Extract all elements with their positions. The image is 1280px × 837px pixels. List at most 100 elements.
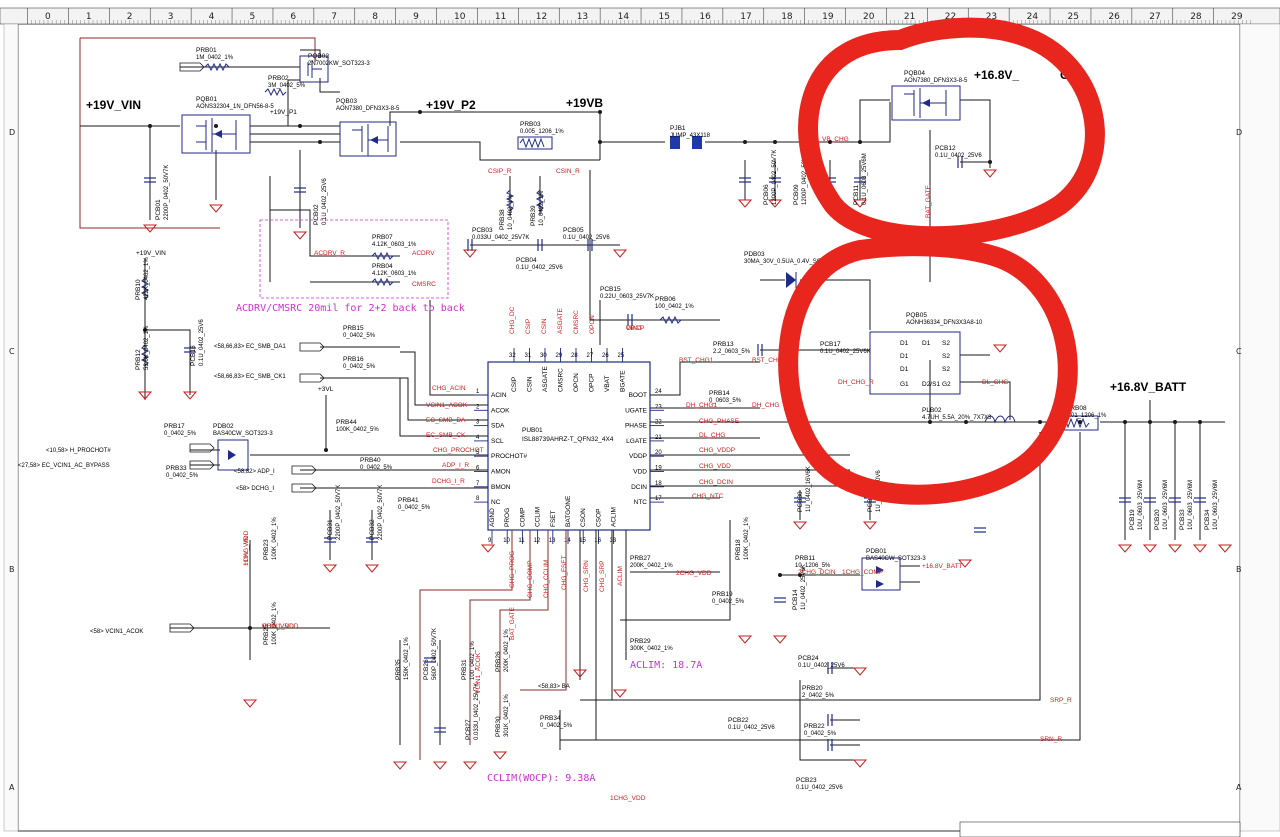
ic-pin-name: OPCP xyxy=(589,374,596,392)
ruler-column-label: 23 xyxy=(986,12,997,22)
ic-pin-number: 13 xyxy=(549,538,556,544)
component-value: 0_0402_5% xyxy=(343,333,376,339)
ic-pin-number: 14 xyxy=(564,538,571,544)
component-value: BAS40CW_SOT323-3 xyxy=(213,431,273,437)
component-value: 0.033U_0402_25V7K xyxy=(472,235,529,241)
component-value: 0_0402_5% xyxy=(398,505,431,511)
offpage-label: <58> DCHG_I xyxy=(236,486,274,492)
component-value: 100K_0402_1% xyxy=(272,602,278,645)
component-ref: PRB40 xyxy=(360,457,381,464)
ic-pin-number: 9 xyxy=(488,538,492,544)
component-value: JUMP_43X118 xyxy=(670,133,711,139)
component-value: 0.1U_0402_25V6 xyxy=(798,663,845,669)
ruler-column-label: 17 xyxy=(740,12,751,22)
signal-label: ADP_I_R xyxy=(442,462,469,469)
ic-pin-name: ACLIM xyxy=(611,507,618,527)
signal-label: 1CHG_COMP xyxy=(842,569,883,576)
signal-label: SRP_R xyxy=(1050,697,1072,704)
input-path-wires xyxy=(79,37,991,420)
ic-ref: PUB01 xyxy=(522,427,543,434)
component-value: 3M_0402_5% xyxy=(268,83,306,89)
ic-pin-number: 20 xyxy=(655,450,662,456)
ic-pin-number: 6 xyxy=(476,466,480,472)
component-value: 0.1U_0603_25V6M xyxy=(862,153,868,205)
ic-pin-number: 26 xyxy=(602,353,609,359)
component-value: AONH36334_DFN3X3A8-10 xyxy=(906,320,983,326)
offpage-arrow xyxy=(179,62,205,72)
component-ref: PCB02 xyxy=(313,204,320,225)
ic-pin-name: PROG xyxy=(504,508,511,527)
ic-pin-name: AGND xyxy=(489,508,496,527)
component-ref: PRB33 xyxy=(166,465,187,472)
component-ref: PCB14 xyxy=(792,589,799,610)
offpage-labels: <58,66,83> EC_SMB_DA1<58,66,83> EC_SMB_C… xyxy=(18,62,570,690)
signal-label: CHG_NTC xyxy=(692,493,724,500)
ic-pin-name: PHASE xyxy=(625,423,648,430)
offpage-arrow xyxy=(169,623,195,633)
ruler-column-label: 8 xyxy=(372,12,378,22)
signal-label: DH_CHG1 xyxy=(686,402,717,409)
signal-label: CHG_VDD xyxy=(699,463,731,470)
svg-text:D2/S1: D2/S1 xyxy=(922,381,940,388)
ic-pin-name: CCLIM xyxy=(535,507,542,527)
svg-text:D1: D1 xyxy=(922,340,931,347)
pqb05-mosfet: D1 D1 D1 G1 D1 S2 S2 S2 D2/S1 G2 xyxy=(869,331,961,395)
component-ref: PCB24 xyxy=(798,655,819,662)
ruler-column-label: 3 xyxy=(168,12,174,22)
ic-pin-number: 4 xyxy=(476,435,480,441)
ground-symbols xyxy=(137,169,1233,770)
component-ref: PRB22 xyxy=(804,723,825,730)
offpage-connector: <58,66,83> EC_SMB_CK1 xyxy=(214,374,286,380)
ic-pin-name: PROCHOT# xyxy=(491,453,528,460)
signal-label: CHG_DC xyxy=(509,306,516,334)
ic-right-wires xyxy=(560,340,1225,761)
pqb02-mosfet xyxy=(299,55,329,83)
offpage-label: <10,58> H_PROCHOT# xyxy=(46,448,111,454)
row-letter: D xyxy=(1236,128,1242,137)
charger-ic-body xyxy=(487,361,651,531)
component-value: 100_0402_1% xyxy=(655,304,694,310)
ic-pin-number: 24 xyxy=(655,389,662,395)
ic-pin-number: 29 xyxy=(556,353,563,359)
component-ref: PRB18 xyxy=(735,539,742,560)
signal-label: DL_CHG xyxy=(699,432,725,439)
offpage-connector: <58> VCIN1_ACOK xyxy=(90,629,143,635)
component-value: 0_0402_5% xyxy=(343,364,376,370)
component-value: 0.1U_0402_25V6 xyxy=(935,153,982,159)
offpage-connector: <58,83> BA xyxy=(538,684,570,690)
ruler-column-label: 28 xyxy=(1190,12,1202,22)
component-value: 1U_0402_25V6K xyxy=(801,564,807,610)
row-letter: C xyxy=(1236,347,1242,356)
ruler-column-label: 5 xyxy=(250,12,256,22)
ic-pin-name: VDD xyxy=(633,469,647,476)
offpage-connector: <58> DCHG_I xyxy=(236,486,274,492)
ruler-column-label: 21 xyxy=(904,12,915,22)
pqb01-mosfet xyxy=(181,114,251,154)
row-letter: A xyxy=(1236,783,1242,792)
signal-label: BAT_GATE xyxy=(925,184,932,218)
ic-part: ISL88739AHRZ-T_QFN32_4X4 xyxy=(522,436,614,443)
ruler-column-label: 7 xyxy=(331,12,337,22)
component-value: 301K_0402_1% xyxy=(504,694,510,737)
offpage-arrow xyxy=(189,443,215,453)
component-value: 200K_0402_1% xyxy=(504,629,510,672)
ic-pin-name: VBAT xyxy=(604,375,611,392)
row-letter: B xyxy=(1236,565,1242,574)
signal-label: CHG_ACIN xyxy=(432,385,466,392)
component-ref: PQB05 xyxy=(906,312,927,319)
